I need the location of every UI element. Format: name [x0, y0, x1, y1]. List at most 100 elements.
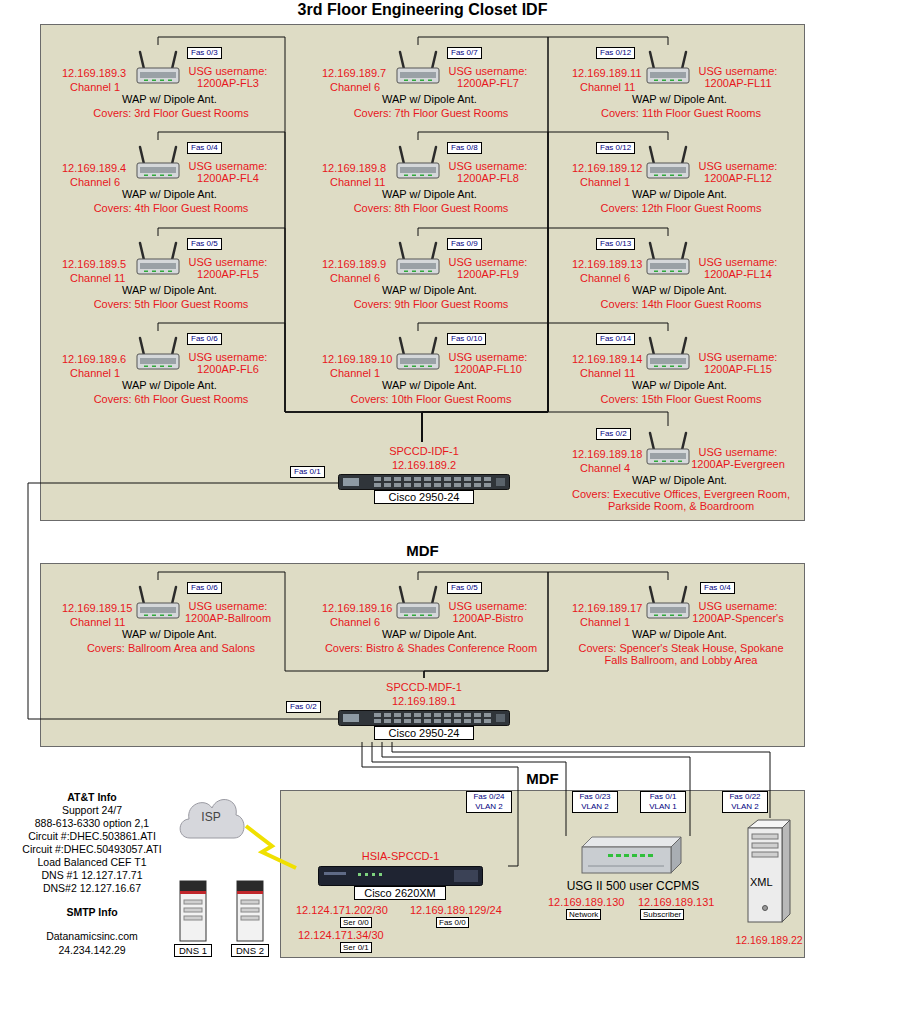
gateway-icon-part	[671, 837, 681, 873]
coverage-note: Covers: 9th Floor Guest Rooms	[320, 298, 542, 310]
interface-label: Ser 0/1	[340, 942, 372, 953]
access-point-icon-part	[662, 461, 666, 463]
gateway-icon	[578, 836, 682, 876]
usg-username: USG username: 1200AP-Ballroom	[178, 600, 278, 624]
device-type: WAP w/ Dipole Ant.	[632, 93, 727, 105]
device-type: WAP w/ Dipole Ant.	[382, 379, 477, 391]
switch-icon-part	[384, 483, 391, 487]
access-point-icon-part	[144, 175, 148, 177]
access-point-icon	[646, 51, 690, 89]
network-switch: SPCCD-IDF-112.169.189.2Cisco 2950-24	[338, 442, 510, 506]
port-label: Fas 0/4	[700, 582, 735, 594]
channel-label: Channel 1	[580, 176, 630, 188]
server-icon-part	[752, 852, 778, 857]
router: HSIA-SPCCD-1Cisco 2620XM12.124.171.202/3…	[296, 848, 508, 954]
ip-address: 12.169.189.17	[572, 602, 642, 614]
access-point-icon-part	[140, 243, 144, 260]
access-point-icon-part	[650, 587, 654, 604]
access-point-icon-part	[160, 271, 164, 273]
access-point-icon	[136, 146, 180, 184]
isp-info: Circuit #:DHEC.503861.ATI	[10, 830, 174, 843]
server-icon-part	[752, 843, 778, 848]
access-point-icon-part	[140, 72, 176, 78]
access-point-icon-part	[647, 449, 689, 464]
switch-icon-part	[374, 483, 381, 487]
channel-label: Channel 11	[330, 176, 385, 188]
ip-address: 12.169.189.1	[338, 695, 510, 707]
device-type: WAP w/ Dipole Ant.	[122, 284, 217, 296]
switch-icon-part	[404, 483, 411, 487]
access-point-icon-part	[682, 243, 686, 260]
server-icon-part	[241, 916, 259, 920]
access-point-icon	[646, 337, 690, 375]
device-type: WAP w/ Dipole Ant.	[382, 188, 477, 200]
access-point-icon-part	[397, 259, 439, 274]
switch-icon-part	[414, 483, 421, 487]
access-point-icon-part	[662, 366, 666, 368]
router-icon-part	[324, 872, 346, 875]
device-type: WAP w/ Dipole Ant.	[122, 628, 217, 640]
model-label: Cisco 2950-24	[374, 726, 474, 740]
access-point-icon-part	[140, 167, 176, 173]
closet-panel: MDFFas 0/612.169.189.15Channel 11USG use…	[40, 563, 805, 747]
access-point-icon-part	[400, 607, 436, 613]
access-point-icon-part	[432, 338, 436, 355]
usg-username: USG username: 1200AP-FL4	[178, 160, 278, 184]
gateway-icon-part	[588, 866, 664, 867]
wireless-access-point: Fas 0/712.169.189.7Channel 6USG username…	[320, 45, 544, 121]
switch-icon-part	[339, 475, 510, 490]
device-type: WAP w/ Dipole Ant.	[632, 188, 727, 200]
access-point-icon-part	[647, 603, 689, 618]
access-point-icon-part	[160, 366, 164, 368]
access-point-icon-part	[152, 80, 156, 82]
device-type: WAP w/ Dipole Ant.	[382, 284, 477, 296]
access-point-icon-part	[168, 366, 172, 368]
gateway-icon-part	[624, 854, 629, 857]
switch-icon-part	[374, 719, 381, 723]
router-icon-part	[365, 873, 368, 876]
switch-icon-part	[444, 477, 451, 481]
access-point-icon-part	[172, 52, 176, 69]
access-point-icon-part	[140, 358, 176, 364]
usg-username: USG username: 1200AP-Spencer's	[688, 600, 788, 624]
access-point-icon-part	[678, 271, 682, 273]
ip-address: 12.169.189.18	[572, 448, 642, 460]
gateway-icon-part	[648, 854, 653, 857]
usg-username: USG username: 1200AP-Bistro	[438, 600, 538, 624]
network-cable	[28, 483, 338, 719]
device-name: HSIA-SPCCD-1	[318, 850, 483, 862]
access-point-icon-part	[172, 587, 176, 604]
interface-label: Network	[566, 909, 601, 920]
panel-heading: MDF	[522, 770, 563, 788]
access-point-icon-part	[420, 80, 424, 82]
access-point-icon-part	[650, 453, 686, 459]
interface-label: Fas 0/0	[436, 917, 469, 928]
model-label: Cisco 2950-24	[374, 490, 474, 504]
ip-address: 12.169.189.12	[572, 162, 642, 174]
wireless-access-point: Fas 0/612.169.189.15Channel 11USG userna…	[60, 580, 284, 656]
ip-address: 12.169.189.14	[572, 353, 642, 365]
usg-username: USG username: 1200AP-FL11	[688, 65, 788, 89]
access-point-icon-part	[137, 354, 179, 369]
switch-icon-part	[394, 483, 401, 487]
access-point-icon-part	[650, 338, 654, 355]
gateway-icon-part	[608, 854, 613, 857]
access-point-icon-part	[428, 175, 432, 177]
access-point-icon-part	[670, 271, 674, 273]
access-point-icon-part	[140, 263, 176, 269]
access-point-icon	[396, 146, 440, 184]
network-cable	[372, 742, 566, 836]
coverage-note: Covers: Ballroom Area and Salons	[60, 642, 282, 654]
access-point-icon-part	[662, 615, 666, 617]
isp-info: SMTP Info	[10, 906, 174, 919]
panel-ground	[41, 25, 805, 521]
access-point-icon-part	[144, 80, 148, 82]
panel-heading: MDF	[402, 542, 443, 560]
access-point-icon-part	[168, 175, 172, 177]
access-point-icon-part	[172, 147, 176, 164]
switch-icon-part	[464, 713, 471, 717]
closet-panel: 3rd Floor Engineering Closet IDFFas 0/31…	[40, 24, 805, 521]
port-label: Fas 0/9	[447, 238, 482, 250]
switch-icon-part	[394, 477, 401, 481]
device-type: WAP w/ Dipole Ant.	[122, 188, 217, 200]
